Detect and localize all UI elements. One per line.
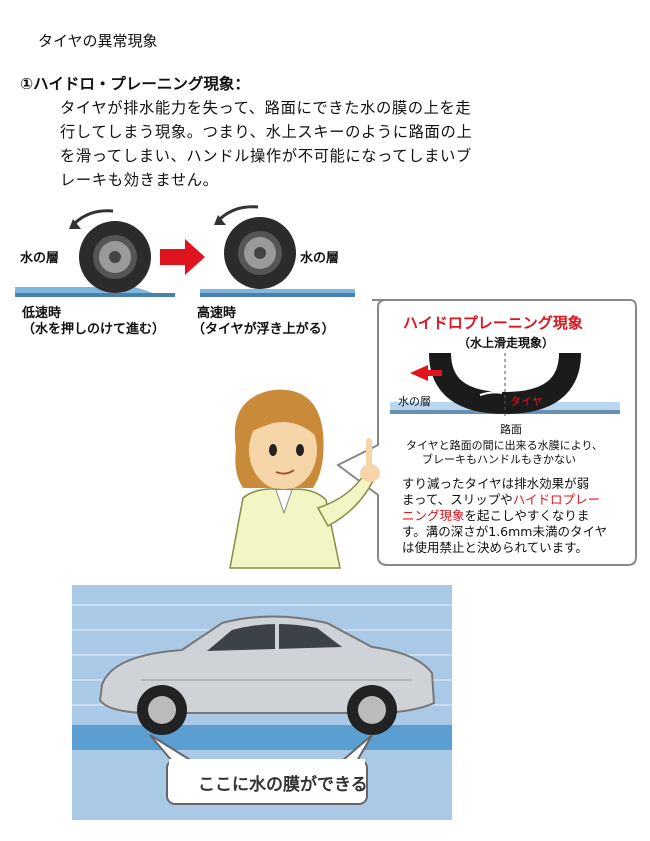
note-line-4: す。溝の深さが1.6mm未満のタイヤ xyxy=(402,524,608,539)
transition-arrow-icon xyxy=(160,239,205,275)
car-icon xyxy=(98,615,436,735)
note-line-2-highlight: ハイドロプレー xyxy=(512,492,601,507)
callout-subtitle: （水上滑走現象） xyxy=(458,336,555,350)
left-rotation-arrow-icon xyxy=(73,209,114,225)
left-water-label: 水の層 xyxy=(20,251,60,266)
jacket xyxy=(229,488,341,569)
motion-arrow-icon xyxy=(410,365,442,381)
tire-rotation-arrow-icon xyxy=(479,391,503,396)
note-line-2-text: まって、スリップや xyxy=(402,492,513,507)
car-caption: ここに水の膜ができる xyxy=(198,775,368,795)
right-eye xyxy=(296,444,304,456)
high-speed-title: 高速時 xyxy=(197,306,237,321)
water-layer-label: 水の層 xyxy=(398,395,431,408)
body-line-4: レーキも効きません。 xyxy=(60,171,219,189)
note-line-3: ニング現象を起こしやすくなりま xyxy=(402,505,589,524)
woman-pointing-illustration xyxy=(229,389,380,569)
callout-bubble xyxy=(336,299,637,566)
page-title: タイヤの異常現象 xyxy=(38,32,158,50)
water-surface xyxy=(72,725,452,750)
car-water-illustration xyxy=(72,585,452,820)
body-line-1: タイヤが排水能力を失って、路面にできた水の膜の上を走 xyxy=(60,99,472,117)
hydroplaning-illustration xyxy=(390,350,620,417)
left-eye xyxy=(269,444,277,456)
right-tire-icon xyxy=(214,205,296,289)
note-line-2: まって、スリップやハイドロプレー xyxy=(402,489,600,508)
body-line-2: 行してしまう現象。つまり、水上スキーのように路面の上 xyxy=(60,123,473,141)
section-heading: ①ハイドロ・プレーニング現象： xyxy=(20,75,250,93)
callout-caption-1: タイヤと路面の間に出来る水膜により、 xyxy=(406,439,604,452)
tire-label: タイヤ xyxy=(510,395,543,408)
note-line-3-highlight: ニング現象 xyxy=(402,508,465,523)
note-line-5: は使用禁止と決められています。 xyxy=(402,540,588,555)
low-speed-desc: （水を押しのけて進む） xyxy=(22,322,166,337)
callout-title: ハイドロプレーニング現象 xyxy=(403,314,583,332)
tire-comparison-diagram xyxy=(15,205,355,297)
right-rotation-arrow-icon xyxy=(218,205,259,221)
body-line-3: を滑ってしまい、ハンドル操作が不可能になってしまいブ xyxy=(60,147,472,165)
right-water-label: 水の層 xyxy=(300,251,340,266)
note-line-1: すり減ったタイヤは排水効果が弱 xyxy=(402,476,590,491)
low-speed-title: 低速時 xyxy=(22,306,62,321)
pointing-finger-icon xyxy=(366,438,372,470)
callout-caption-2: ブレーキもハンドルもきかない xyxy=(422,453,576,466)
face xyxy=(249,410,317,490)
note-line-3-text: を起こしやすくなりま xyxy=(464,508,590,523)
high-speed-desc: （タイヤが浮き上がる） xyxy=(192,322,335,337)
road-label: 路面 xyxy=(500,423,522,436)
left-tire-icon xyxy=(69,209,151,293)
